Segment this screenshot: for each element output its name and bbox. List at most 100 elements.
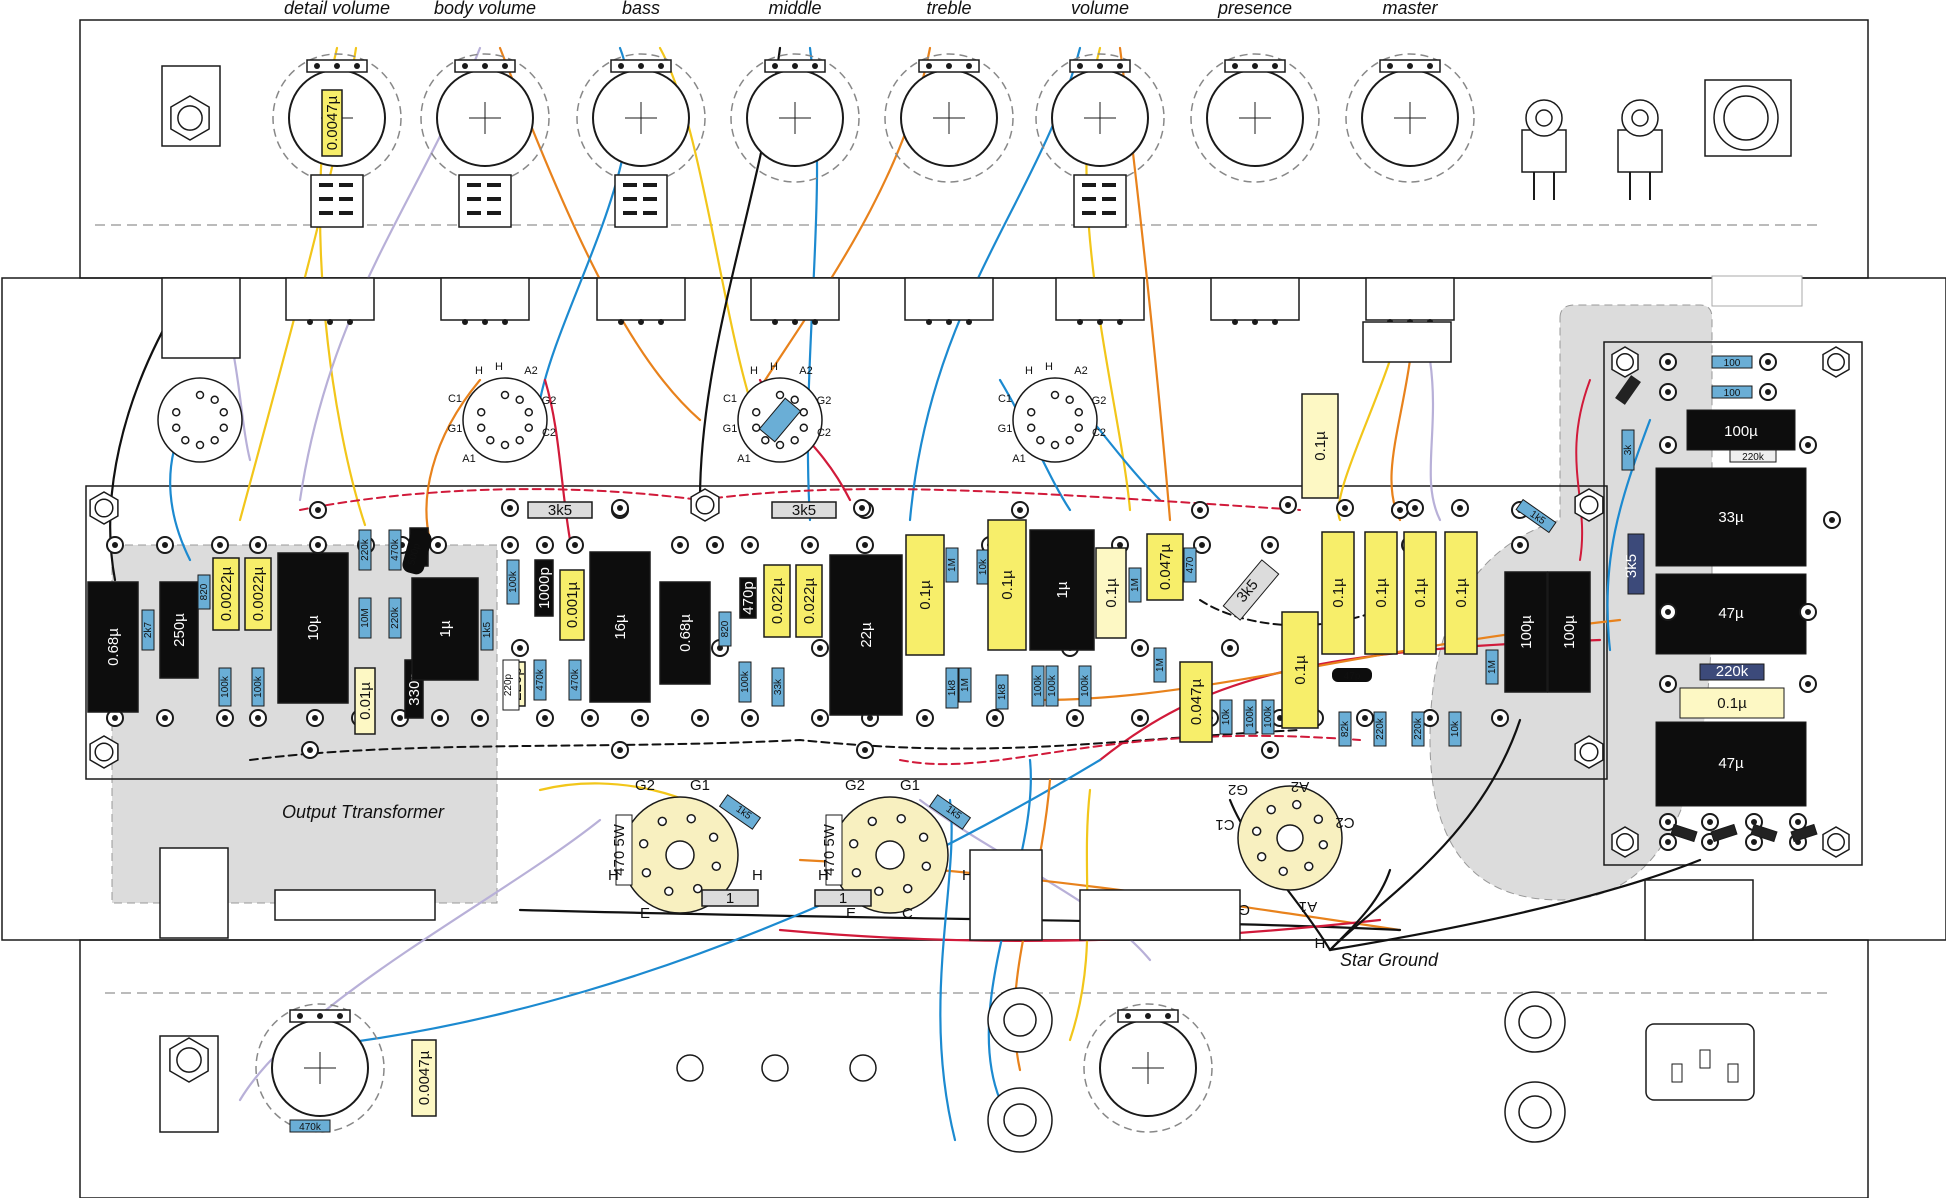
capacitor-value: 0.047µ <box>1157 544 1174 591</box>
yellow-capacitor <box>987 519 1027 651</box>
psu-capacitor <box>1655 467 1807 567</box>
terminal-center <box>807 542 813 548</box>
fuse-cap-inner <box>1518 1095 1552 1129</box>
resistor <box>358 529 372 571</box>
resistor <box>480 609 494 651</box>
wire <box>249 729 1301 761</box>
toggle-switch-lever <box>1631 109 1649 127</box>
yellow-capacitor <box>763 564 791 638</box>
iec-pin <box>1699 1049 1711 1069</box>
socket-pin <box>638 839 649 849</box>
resistor-value: 100k <box>1033 674 1044 697</box>
resistor-value: 1k8 <box>947 680 958 697</box>
pot-pin <box>1097 319 1103 325</box>
terminal-center <box>315 542 321 548</box>
capacitor-value: 0.0047µ <box>324 95 341 150</box>
pot-lug <box>482 63 488 69</box>
socket-key <box>1276 824 1304 852</box>
pot-pin <box>1077 319 1083 325</box>
socket-pin <box>848 839 859 849</box>
terminal-center <box>217 542 223 548</box>
socket-pin <box>751 423 761 432</box>
pot-bushing <box>1210 277 1300 321</box>
terminal-center <box>1072 715 1078 721</box>
socket-pin <box>219 408 229 417</box>
socket-pin <box>790 395 799 405</box>
wire <box>899 734 1361 766</box>
resistor <box>388 529 402 571</box>
terminal-center <box>747 542 753 548</box>
terminal-center <box>1137 645 1143 651</box>
resistor <box>1711 385 1753 399</box>
pot-lug <box>1427 63 1433 69</box>
wire <box>939 798 957 1142</box>
iec-pin <box>1727 1063 1739 1083</box>
black-capacitor <box>277 552 349 704</box>
socket-pin-label: A1 <box>737 453 750 465</box>
speaker-jack-center <box>1003 1003 1037 1037</box>
wire <box>1606 418 1652 652</box>
resistor <box>1448 711 1462 747</box>
socket-pin-label: C2 <box>817 427 831 439</box>
pot-lug <box>926 63 932 69</box>
socket-pin <box>708 832 719 843</box>
resistor-value: 10k <box>978 558 989 575</box>
capacitor-value: 0.047µ <box>1188 679 1205 726</box>
power-resistor <box>814 889 872 907</box>
resistor-value: 1M <box>947 558 958 572</box>
resistor-value: 1k5 <box>482 622 493 639</box>
resistor-value: 820 <box>720 620 731 637</box>
mounting-nut-hole <box>1616 353 1634 371</box>
terminal-strip <box>1079 889 1241 941</box>
capacitor-value: 0.1µ <box>1312 431 1329 461</box>
resistor-value: 100 <box>1724 388 1741 399</box>
socket-pin <box>171 408 181 417</box>
socket-pin-label: C1 <box>998 393 1012 405</box>
pin-label: G2 <box>1228 781 1248 798</box>
psu-capacitor <box>1686 409 1796 451</box>
terminal-center <box>162 715 168 721</box>
terminal-center <box>862 542 868 548</box>
small-capacitor <box>402 529 432 575</box>
socket-pin-label: H <box>750 365 758 377</box>
terminal-center <box>112 715 118 721</box>
socket-pin <box>1026 423 1036 432</box>
socket-pin-label: C2 <box>542 427 556 439</box>
terminal-center <box>1517 542 1523 548</box>
capacitor-value: 0.1µ <box>1412 578 1429 608</box>
terminal-center <box>112 542 118 548</box>
pot-lug <box>1097 63 1103 69</box>
pin-label: H <box>1315 934 1326 951</box>
socket-pin <box>210 395 219 405</box>
resistor-value: 470k <box>535 668 546 691</box>
socket-pin <box>902 883 913 894</box>
star-ground-label: Star Ground <box>1340 950 1439 970</box>
terminal-center <box>1665 442 1671 448</box>
resistor <box>995 674 1009 710</box>
resistor-value: 33k <box>773 678 784 695</box>
black-capacitor <box>739 577 757 619</box>
resistor-value: 220k <box>1742 452 1765 463</box>
terminal-center <box>255 715 261 721</box>
capacitor-value: 33µ <box>1718 509 1744 526</box>
resistor-value: 220k <box>390 606 401 629</box>
pot-pin <box>347 319 353 325</box>
terminal-center <box>587 715 593 721</box>
socket-pin <box>500 440 510 450</box>
pin-label: H <box>962 867 973 884</box>
pot-lug <box>462 63 468 69</box>
resistor <box>1338 711 1352 747</box>
socket-pin <box>1256 852 1267 862</box>
mounting-nut <box>1822 826 1850 858</box>
rotary-switch-contact <box>1082 197 1096 201</box>
socket-pin <box>921 861 932 871</box>
socket-pin <box>657 816 668 827</box>
terminal-center <box>697 715 703 721</box>
terminal-center <box>1197 507 1203 513</box>
pot-bushing <box>1365 277 1455 321</box>
black-capacitor <box>829 554 903 716</box>
rectifier-diode <box>1670 823 1698 843</box>
toggle-switch-lever <box>1535 109 1553 127</box>
socket-pin <box>641 867 652 878</box>
socket-pin <box>1050 390 1060 400</box>
